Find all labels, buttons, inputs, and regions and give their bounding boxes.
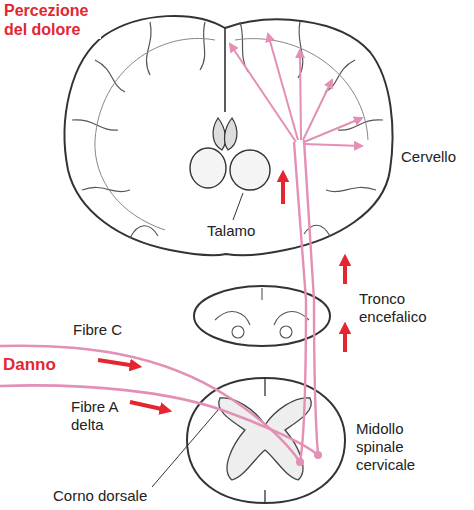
brain-outline (65, 16, 393, 255)
neuron-body (314, 451, 322, 459)
ascending-tract (294, 142, 306, 462)
projection (300, 50, 301, 140)
thalamus (190, 148, 226, 188)
part-label: Cervello (400, 148, 457, 166)
leader-line (152, 410, 218, 487)
grey-matter (219, 398, 312, 480)
diagram-title: Percezione del dolore (3, 1, 101, 39)
red-arrow (98, 360, 136, 366)
brain-cortex-inner (95, 38, 368, 230)
red-arrow (343, 260, 347, 284)
brainstem-detail (280, 326, 292, 338)
brain-fissure (224, 28, 226, 112)
part-label: Midollo spinale cervicale (355, 420, 437, 474)
red-arrow (281, 176, 285, 204)
brainstem-detail (232, 326, 244, 338)
ventricle (225, 118, 237, 150)
part-label: Tronco encefalico (358, 290, 450, 326)
cord-fissure (264, 378, 265, 503)
projection (230, 44, 296, 142)
projection (268, 34, 298, 140)
spinal-cord-outline (187, 378, 345, 503)
cortical-projections (230, 34, 362, 146)
ventricle (213, 118, 225, 150)
leader-line (233, 193, 243, 220)
thalamus (230, 150, 270, 190)
part-label: Corno dorsale (52, 487, 148, 505)
red-arrow (343, 328, 347, 352)
red-arrow (130, 402, 166, 410)
damage-label: Danno (2, 355, 57, 375)
pain-fibre (0, 385, 318, 455)
brain-gyri (72, 22, 383, 238)
fibre-label: Fibre C (72, 321, 123, 339)
part-label: Talamo (206, 222, 256, 240)
fibre-label: Fibre A delta (70, 398, 128, 434)
brainstem-detail (215, 288, 309, 325)
direction-arrows (98, 176, 345, 410)
projection (304, 144, 362, 146)
brainstem-section (194, 286, 330, 346)
neuron-body (296, 458, 304, 466)
ascending-tract (304, 140, 318, 455)
pain-fibre (0, 346, 300, 462)
projection (303, 80, 332, 140)
projection (304, 118, 362, 142)
